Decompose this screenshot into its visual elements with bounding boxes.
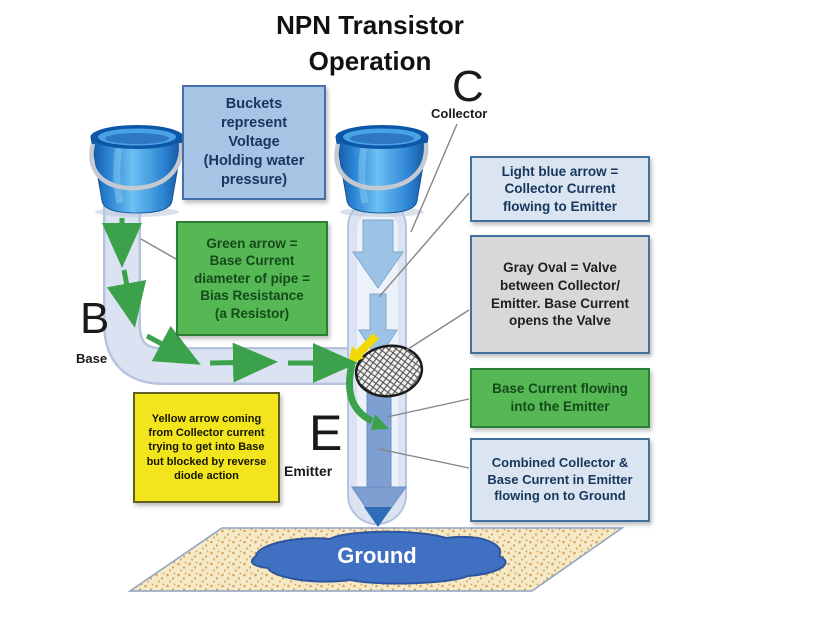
leader-lines [140,123,470,469]
collector-label: Collector [431,106,488,121]
base-current-arrows [102,218,358,383]
emitter-letter: E [309,405,343,461]
callout-light-blue-arrow: Light blue arrow = Collector Current flo… [470,156,650,222]
callout-gray-oval-valve: Gray Oval = Valve between Collector/ Emi… [470,235,650,354]
callout-combined-current: Combined Collector & Base Current in Emi… [470,438,650,522]
ground-puddle [251,530,507,585]
emitter-label: Emitter [284,463,333,479]
ground-label: Ground [337,543,417,568]
base-label: Base [76,351,108,366]
collector-letter: C [452,62,484,111]
base-letter: B [80,294,110,343]
callout-base-current: Base Current flowing into the Emitter [470,368,650,428]
diagram-title: NPN Transistor Operation [276,10,464,76]
callout-green-arrow: Green arrow = Base Current diameter of p… [176,221,328,336]
callout-buckets-voltage: Buckets represent Voltage (Holding water… [182,85,326,200]
bucket-base [91,125,184,217]
bucket-collector [336,125,429,217]
collector-current-arrow-1 [352,219,404,289]
ground-plane [127,527,625,592]
callout-yellow-arrow: Yellow arrow coming from Collector curre… [133,392,280,503]
emitter-current-arrow [351,379,407,527]
